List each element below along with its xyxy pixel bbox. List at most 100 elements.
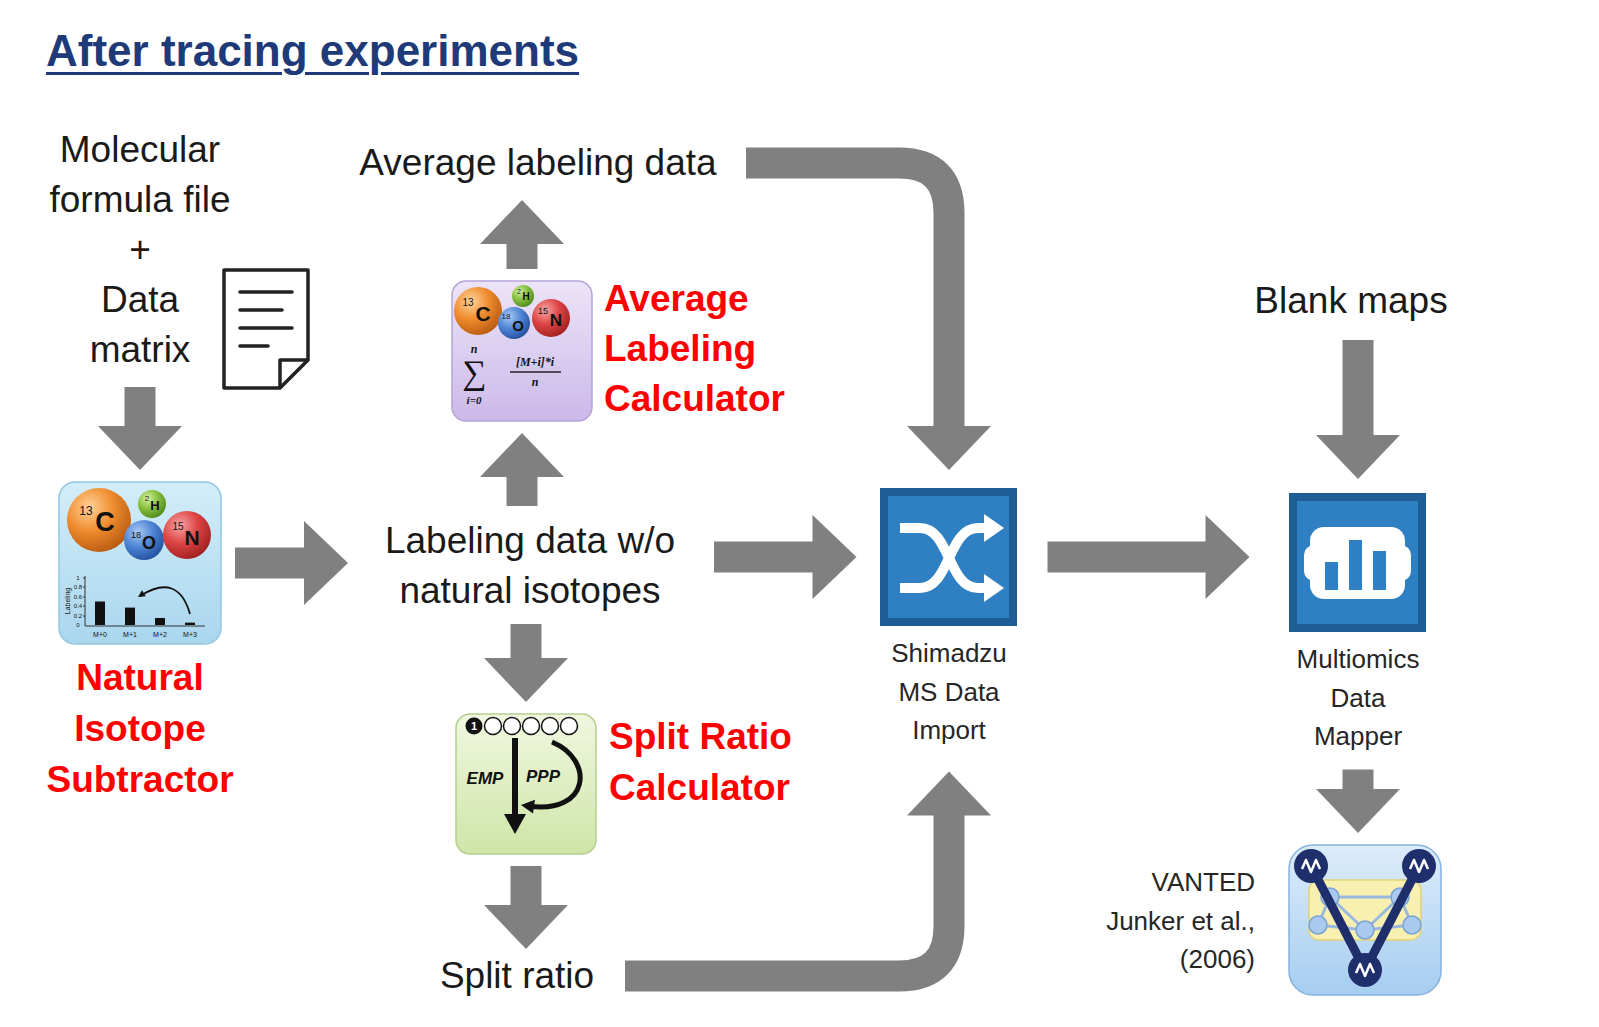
node-text: Shimadzu MS Data Import <box>874 634 1024 750</box>
mapper-icon-part <box>1289 493 1426 632</box>
node: Shimadzu MS Data Import <box>874 488 1024 750</box>
document-icon-part <box>224 270 308 388</box>
block-arrow <box>1316 770 1400 834</box>
document-icon-part <box>280 360 308 388</box>
icon-text: 2 <box>145 495 149 503</box>
split-ratio-icon-part <box>504 718 521 735</box>
icon-text: N <box>550 312 562 329</box>
split-ratio-icon-part <box>512 738 518 816</box>
node: Average labeling data <box>338 138 738 188</box>
vanted-icon-part <box>1289 845 1441 995</box>
icon-text: 15 <box>538 307 548 316</box>
shimadzu-icon-part <box>880 488 1017 626</box>
average-calculator-icon-part <box>498 307 530 339</box>
node-text: Labeling data w/o natural isotopes <box>360 516 700 616</box>
icon-text: O <box>512 318 524 333</box>
label-block: Split Ratio Calculator <box>609 711 809 813</box>
mapper-icon-part <box>1297 501 1418 624</box>
icon-text: EMP <box>467 770 504 787</box>
icon-text: 0.8 <box>74 584 82 590</box>
vanted-icon-part <box>1348 953 1382 987</box>
shimadzu-icon-part <box>900 528 986 588</box>
icon-text: 0.2 <box>74 613 82 619</box>
icon-text: C <box>475 303 490 324</box>
subtractor-icon-part <box>83 578 85 616</box>
subtractor-icon-part <box>124 520 164 560</box>
arrow-head <box>1316 435 1400 479</box>
subtractor-icon-part <box>59 482 221 644</box>
split-ratio-icon <box>456 714 596 854</box>
split-ratio-icon-part <box>521 800 535 814</box>
vanted-icon <box>1289 845 1441 995</box>
mapper-icon-part <box>1349 540 1362 590</box>
arrow-head <box>304 521 348 605</box>
document-icon <box>224 270 308 388</box>
label-block: Shimadzu MS Data Import <box>874 634 1024 750</box>
icon-text: M+1 <box>123 631 137 638</box>
icon-text: 1 <box>471 721 477 732</box>
icon-text: [M+i]*i <box>516 356 554 368</box>
block-arrow <box>98 387 182 470</box>
mapper-icon-part <box>1373 551 1386 590</box>
split-ratio-icon-part <box>561 718 578 735</box>
average-calculator-icon <box>452 281 592 421</box>
split-ratio-icon-part <box>456 714 596 854</box>
arrow-head <box>813 515 857 599</box>
node: VANTED Junker et al., (2006) <box>1090 845 1441 995</box>
vanted-icon-part <box>1302 860 1428 976</box>
document-icon-part <box>240 292 292 346</box>
arrow-head <box>480 433 564 477</box>
arrow-head <box>1206 515 1250 599</box>
node: Molecular formula file+Data matrix <box>47 125 233 375</box>
node: Split ratio <box>417 951 617 1001</box>
icon-text: H <box>150 499 159 512</box>
tool-icon-frame <box>881 488 1018 626</box>
icon-text: 18 <box>502 313 511 321</box>
icon-text: C <box>95 509 115 536</box>
shimadzu-icon-part <box>984 514 1004 542</box>
icon-text: ∑ <box>462 356 486 390</box>
average-calculator-icon-part <box>532 299 570 337</box>
shimadzu-icon-part <box>900 528 986 588</box>
subtractor-icon <box>59 482 221 644</box>
vanted-icon-part <box>1356 921 1374 939</box>
arrow-head <box>1316 789 1400 833</box>
node: Multiomics Data Mapper <box>1288 493 1428 756</box>
arrow-head <box>480 200 564 244</box>
subtractor-icon-part <box>138 590 146 597</box>
subtractor-icon-part <box>163 511 211 559</box>
icon-text: n <box>471 343 478 355</box>
tool-name: Split Ratio Calculator <box>609 711 809 813</box>
arrow-shaft <box>125 387 156 428</box>
node-text: Multiomics Data Mapper <box>1288 640 1428 756</box>
block-arrow <box>1316 340 1400 479</box>
icon-text: 0 <box>76 622 79 628</box>
icon-text: 15 <box>172 522 183 532</box>
arrow-shaft <box>714 542 815 573</box>
node-text: Molecular formula file <box>47 125 233 225</box>
icon-text: 0.6 <box>74 594 82 600</box>
arrow-head <box>484 658 568 702</box>
node-text: Average labeling data <box>338 138 738 188</box>
icon-text: i=0 <box>467 395 482 406</box>
tool-icon-frame <box>1290 493 1427 632</box>
block-arrow <box>235 521 348 605</box>
label-block: Natural Isotope Subtractor <box>40 652 240 805</box>
label-block: Average Labeling Calculator <box>604 274 804 424</box>
node: Split Ratio Calculator <box>456 711 809 854</box>
shimadzu-icon <box>880 488 1017 626</box>
icon-text: O <box>142 534 156 552</box>
block-arrow <box>484 866 568 949</box>
arrow-head <box>907 772 991 816</box>
arrow-shaft <box>1048 542 1208 573</box>
arrow-shaft <box>235 548 306 579</box>
shimadzu-icon-part <box>888 496 1009 618</box>
node-text: Blank maps <box>1231 276 1471 326</box>
block-arrow <box>714 515 857 599</box>
arrow-shaft <box>507 475 538 506</box>
block-arrow <box>480 433 564 506</box>
block-arrow <box>746 163 991 470</box>
split-ratio-icon-part <box>542 718 559 735</box>
